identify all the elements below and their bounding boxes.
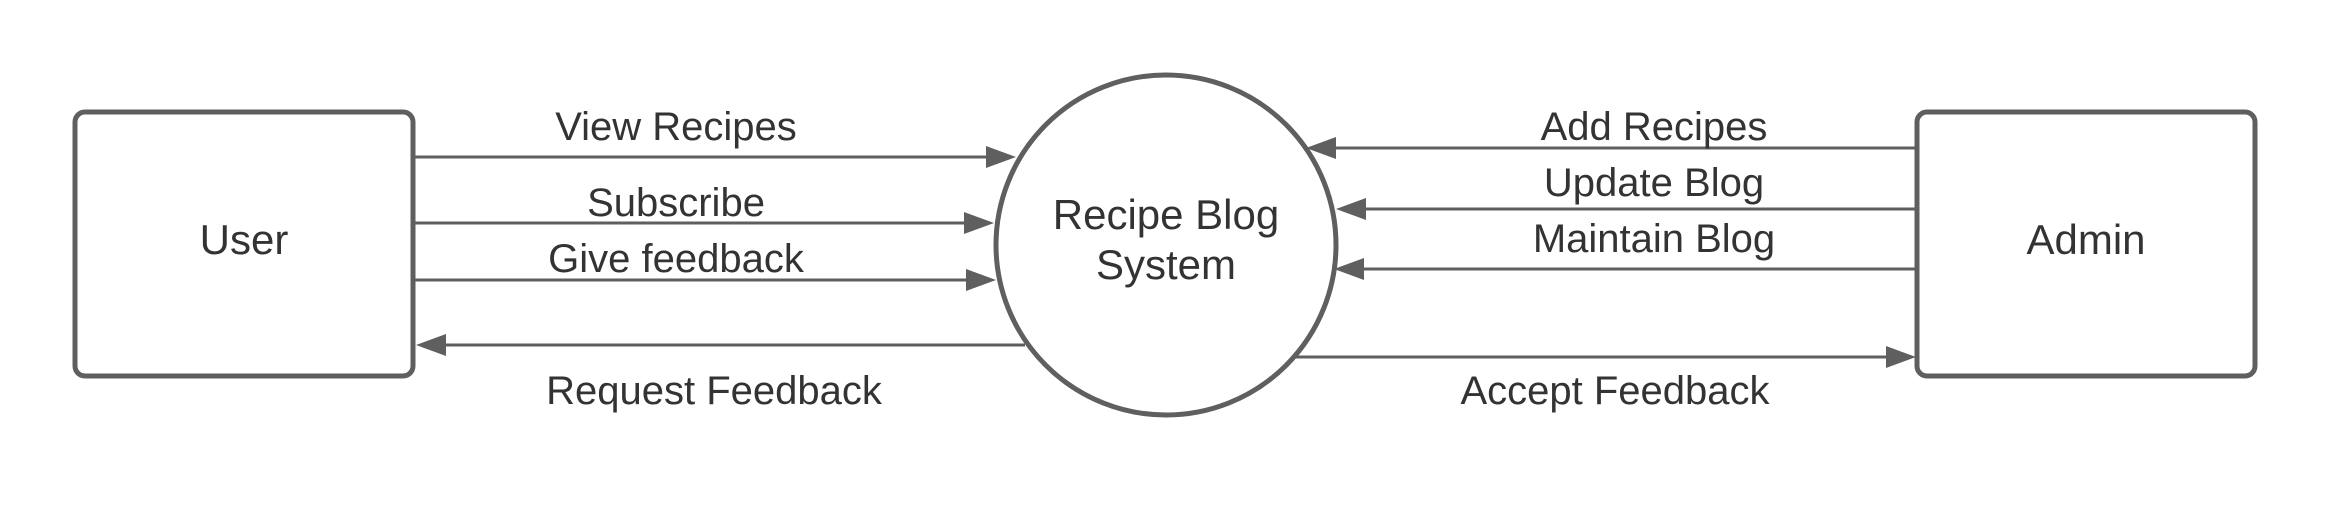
flow-accept-feedback-arrowhead (1886, 346, 1916, 368)
flow-subscribe[interactable]: Subscribe (413, 181, 994, 234)
flow-maintain-blog-label: Maintain Blog (1533, 217, 1775, 261)
flow-accept-feedback[interactable]: Accept Feedback (1295, 346, 1916, 413)
flow-give-feedback-arrowhead (966, 269, 996, 291)
flow-accept-feedback-label: Accept Feedback (1460, 369, 1770, 413)
flow-request-feedback-arrowhead (416, 334, 446, 356)
flow-add-recipes-arrowhead (1306, 137, 1336, 159)
flow-request-feedback[interactable]: Request Feedback (416, 334, 1025, 413)
flow-add-recipes[interactable]: Add Recipes (1306, 105, 1917, 159)
flow-view-recipes-arrowhead (986, 146, 1016, 168)
flow-subscribe-arrowhead (964, 212, 994, 234)
flow-request-feedback-label: Request Feedback (546, 369, 883, 413)
flow-subscribe-label: Subscribe (587, 181, 765, 225)
flow-update-blog-arrowhead (1336, 198, 1366, 220)
recipe-blog-system-process[interactable]: Recipe Blog System (993, 72, 1339, 418)
user-box[interactable] (72, 109, 416, 379)
flow-view-recipes[interactable]: View Recipes (413, 105, 1016, 168)
flow-add-recipes-label: Add Recipes (1541, 105, 1768, 149)
flow-view-recipes-label: View Recipes (555, 105, 797, 149)
flow-maintain-blog-arrowhead (1334, 258, 1364, 280)
user-entity[interactable]: User (72, 109, 416, 379)
flow-update-blog-label: Update Blog (1544, 161, 1764, 205)
system-circle[interactable] (993, 72, 1339, 418)
flow-maintain-blog[interactable]: Maintain Blog (1334, 217, 1917, 280)
system-label-line1: Recipe Blog (1053, 191, 1279, 238)
user-label: User (200, 216, 289, 263)
system-label-line2: System (1096, 241, 1236, 288)
flow-update-blog[interactable]: Update Blog (1336, 161, 1917, 220)
flow-give-feedback[interactable]: Give feedback (413, 237, 996, 291)
admin-box[interactable] (1914, 109, 2258, 379)
admin-label: Admin (2026, 216, 2145, 263)
admin-entity[interactable]: Admin (1914, 109, 2258, 379)
flow-give-feedback-label: Give feedback (548, 237, 805, 281)
